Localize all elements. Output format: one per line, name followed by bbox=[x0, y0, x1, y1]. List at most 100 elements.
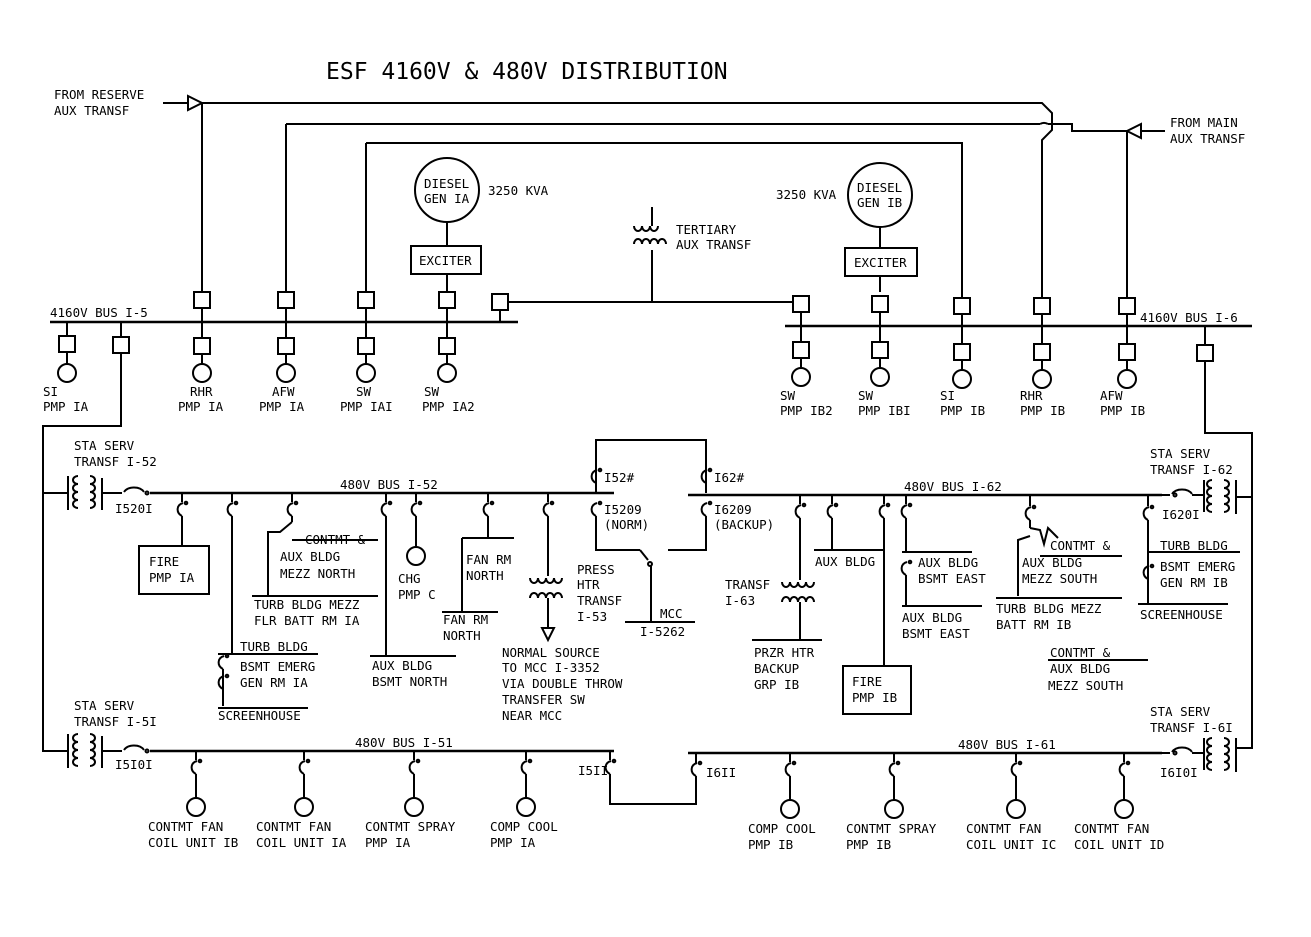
breaker-16101-label: I6I0I bbox=[1160, 765, 1198, 780]
mcc-label-1: MCC bbox=[660, 606, 683, 621]
breaker-15209-label-2: (NORM) bbox=[604, 517, 649, 532]
load-rhr-pmp-ib-label-1: RHR bbox=[1020, 388, 1043, 403]
turb-mezz-b-label-1: TURB BLDG MEZZ bbox=[996, 601, 1102, 616]
turb-bsmt-a-label-2: BSMT EMERG bbox=[240, 659, 315, 674]
load-afw-pmp-ib-label-1: AFW bbox=[1100, 388, 1123, 403]
contmt-south-1-label-2: AUX BLDG bbox=[1022, 555, 1082, 570]
breaker-feed-i52 bbox=[112, 336, 130, 354]
breaker-feed-i62 bbox=[1196, 344, 1214, 362]
bus-4160-i5-label: 4160V BUS I-5 bbox=[50, 305, 148, 320]
load-sw-pmp-ib1 bbox=[870, 326, 890, 387]
exciter-ib-label: EXCITER bbox=[854, 255, 907, 270]
normal-src-label-3: VIA DOUBLE THROW bbox=[502, 676, 623, 691]
mcc-label-2: I-5262 bbox=[640, 624, 685, 639]
chg-pmp-c-label-2: PMP C bbox=[398, 587, 436, 602]
bus51-load-3-label-2: PMP IA bbox=[365, 835, 411, 850]
przr-label-1: PRZR HTR bbox=[754, 645, 815, 660]
contmt-south-2-label-1: CONTMT & bbox=[1050, 645, 1111, 660]
reserve-feed-line bbox=[202, 102, 1053, 298]
bus52-feeder-contmt-aux-north bbox=[252, 493, 378, 597]
breaker-152n-label: I52# bbox=[604, 470, 635, 485]
load-rhr-pmp-ia-label-1: RHR bbox=[190, 384, 213, 399]
bus61-load-3-label-1: CONTMT FAN bbox=[966, 821, 1041, 836]
reserve-source-label-1: FROM RESERVE bbox=[54, 87, 144, 102]
press-htr-label-1: PRESS bbox=[577, 562, 615, 577]
breaker-16209-label-2: (BACKUP) bbox=[714, 517, 774, 532]
bus51-load-4-label-1: COMP COOL bbox=[490, 819, 558, 834]
sta-serv-i61-transformer-icon bbox=[1203, 737, 1237, 772]
contmt-south-2-label-3: MEZZ SOUTH bbox=[1048, 678, 1123, 693]
load-afw-pmp-ia-label-2: PMP IA bbox=[259, 399, 305, 414]
tertiary-label-2: AUX TRANSF bbox=[676, 237, 751, 252]
bus-4160-i6-label: 4160V BUS I-6 bbox=[1140, 310, 1238, 325]
main-source-label-1: FROM MAIN bbox=[1170, 115, 1238, 130]
sta-serv-i61-label-1: STA SERV bbox=[1150, 704, 1211, 719]
breaker-15209-label-1: I5209 bbox=[604, 502, 642, 517]
bus62-feeder-transf63 bbox=[752, 495, 822, 641]
load-si-pmp-ib-label-2: PMP IB bbox=[940, 403, 985, 418]
sta-serv-i52-transformer-icon bbox=[67, 475, 103, 510]
aux-bldg-label: AUX BLDG bbox=[815, 554, 875, 569]
mcc-transfer-switch bbox=[590, 439, 713, 623]
press-htr-label-2: HTR bbox=[577, 577, 600, 592]
load-afw-pmp-ib-label-2: PMP IB bbox=[1100, 403, 1145, 418]
contmt-south-2-label-2: AUX BLDG bbox=[1050, 661, 1110, 676]
turb-mezz-b-label-2: BATT RM IB bbox=[996, 617, 1071, 632]
fire-pmp-ib-label-1: FIRE bbox=[852, 674, 882, 689]
load-sw-pmp-ib2-label-1: SW bbox=[780, 388, 796, 403]
breaker-15101-label: I5I0I bbox=[115, 757, 153, 772]
sta-serv-i62-label-2: TRANSF I-62 bbox=[1150, 462, 1233, 477]
bus51-load-4-label-2: PMP IA bbox=[490, 835, 536, 850]
breaker-16201-label: I620I bbox=[1162, 507, 1200, 522]
load-sw-pmp-ia1-label-1: SW bbox=[356, 384, 372, 399]
load-si-pmp-ia bbox=[57, 322, 77, 383]
load-afw-pmp-ia bbox=[276, 322, 296, 383]
chg-pmp-c-label-1: CHG bbox=[398, 571, 421, 586]
load-sw-pmp-ia1 bbox=[356, 322, 376, 383]
bus51-load-4 bbox=[516, 751, 536, 817]
turb-bsmt-b-label-1: TURB BLDG bbox=[1160, 538, 1228, 553]
screenhouse-a-label: SCREENHOUSE bbox=[218, 708, 301, 723]
bus52-feeder-fan-rm bbox=[442, 493, 514, 613]
bus61-load-4 bbox=[1114, 753, 1134, 819]
bus52-feeder-fire bbox=[176, 493, 189, 546]
load-si-pmp-ib bbox=[952, 326, 972, 389]
sta-serv-i61-label-2: TRANSF I-6I bbox=[1150, 720, 1233, 735]
przr-label-2: BACKUP bbox=[754, 661, 799, 676]
load-afw-pmp-ia-label-1: AFW bbox=[272, 384, 295, 399]
main-source-arrow-icon bbox=[1124, 122, 1142, 140]
load-rhr-pmp-ib bbox=[1032, 326, 1052, 389]
turb-mezz-label-1: TURB BLDG MEZZ bbox=[254, 597, 360, 612]
bus62-feeder-turb-bsmt-b bbox=[1048, 495, 1240, 661]
bus61-load-4-label-2: COIL UNIT ID bbox=[1074, 837, 1164, 852]
diesel-gen-ia-label-2: GEN IA bbox=[424, 191, 470, 206]
breaker-1611-label: I6II bbox=[706, 765, 736, 780]
load-sw-pmp-ia2 bbox=[437, 322, 457, 383]
bus51-load-2 bbox=[294, 751, 314, 817]
tertiary-label-1: TERTIARY bbox=[676, 222, 737, 237]
aux-north-label-1: AUX BLDG bbox=[372, 658, 432, 673]
aux-east-2-label-1: AUX BLDG bbox=[902, 610, 962, 625]
load-rhr-pmp-ia bbox=[192, 322, 212, 383]
transf63-label-2: I-63 bbox=[725, 593, 755, 608]
breaker-16209-label-1: I6209 bbox=[714, 502, 752, 517]
screenhouse-b-label: SCREENHOUSE bbox=[1140, 607, 1223, 622]
contmt-aux-north-label-1: CONTMT & bbox=[305, 532, 366, 547]
press-htr-label-4: I-53 bbox=[577, 609, 607, 624]
reserve-source-label-2: AUX TRANSF bbox=[54, 103, 129, 118]
bus61-load-3-label-2: COIL UNIT IC bbox=[966, 837, 1056, 852]
bus51-load-2-label-1: CONTMT FAN bbox=[256, 819, 331, 834]
contmt-aux-north-label-3: MEZZ NORTH bbox=[280, 566, 355, 581]
load-rhr-pmp-ia-label-2: PMP IA bbox=[178, 399, 224, 414]
breaker-15101 bbox=[123, 744, 150, 754]
turb-bsmt-b-label-3: GEN RM IB bbox=[1160, 575, 1228, 590]
fan-north-2-label-1: FAN RM bbox=[443, 612, 488, 627]
load-sw-pmp-ia1-label-2: PMP IAI bbox=[340, 399, 393, 414]
transf63-label-1: TRANSF bbox=[725, 577, 770, 592]
breaker-16201 bbox=[1171, 488, 1193, 498]
bus61-load-2-label-2: PMP IB bbox=[846, 837, 891, 852]
sta-serv-i62-label-1: STA SERV bbox=[1150, 446, 1211, 461]
breaker-15201 bbox=[123, 486, 150, 496]
bus51-load-3 bbox=[404, 751, 424, 817]
